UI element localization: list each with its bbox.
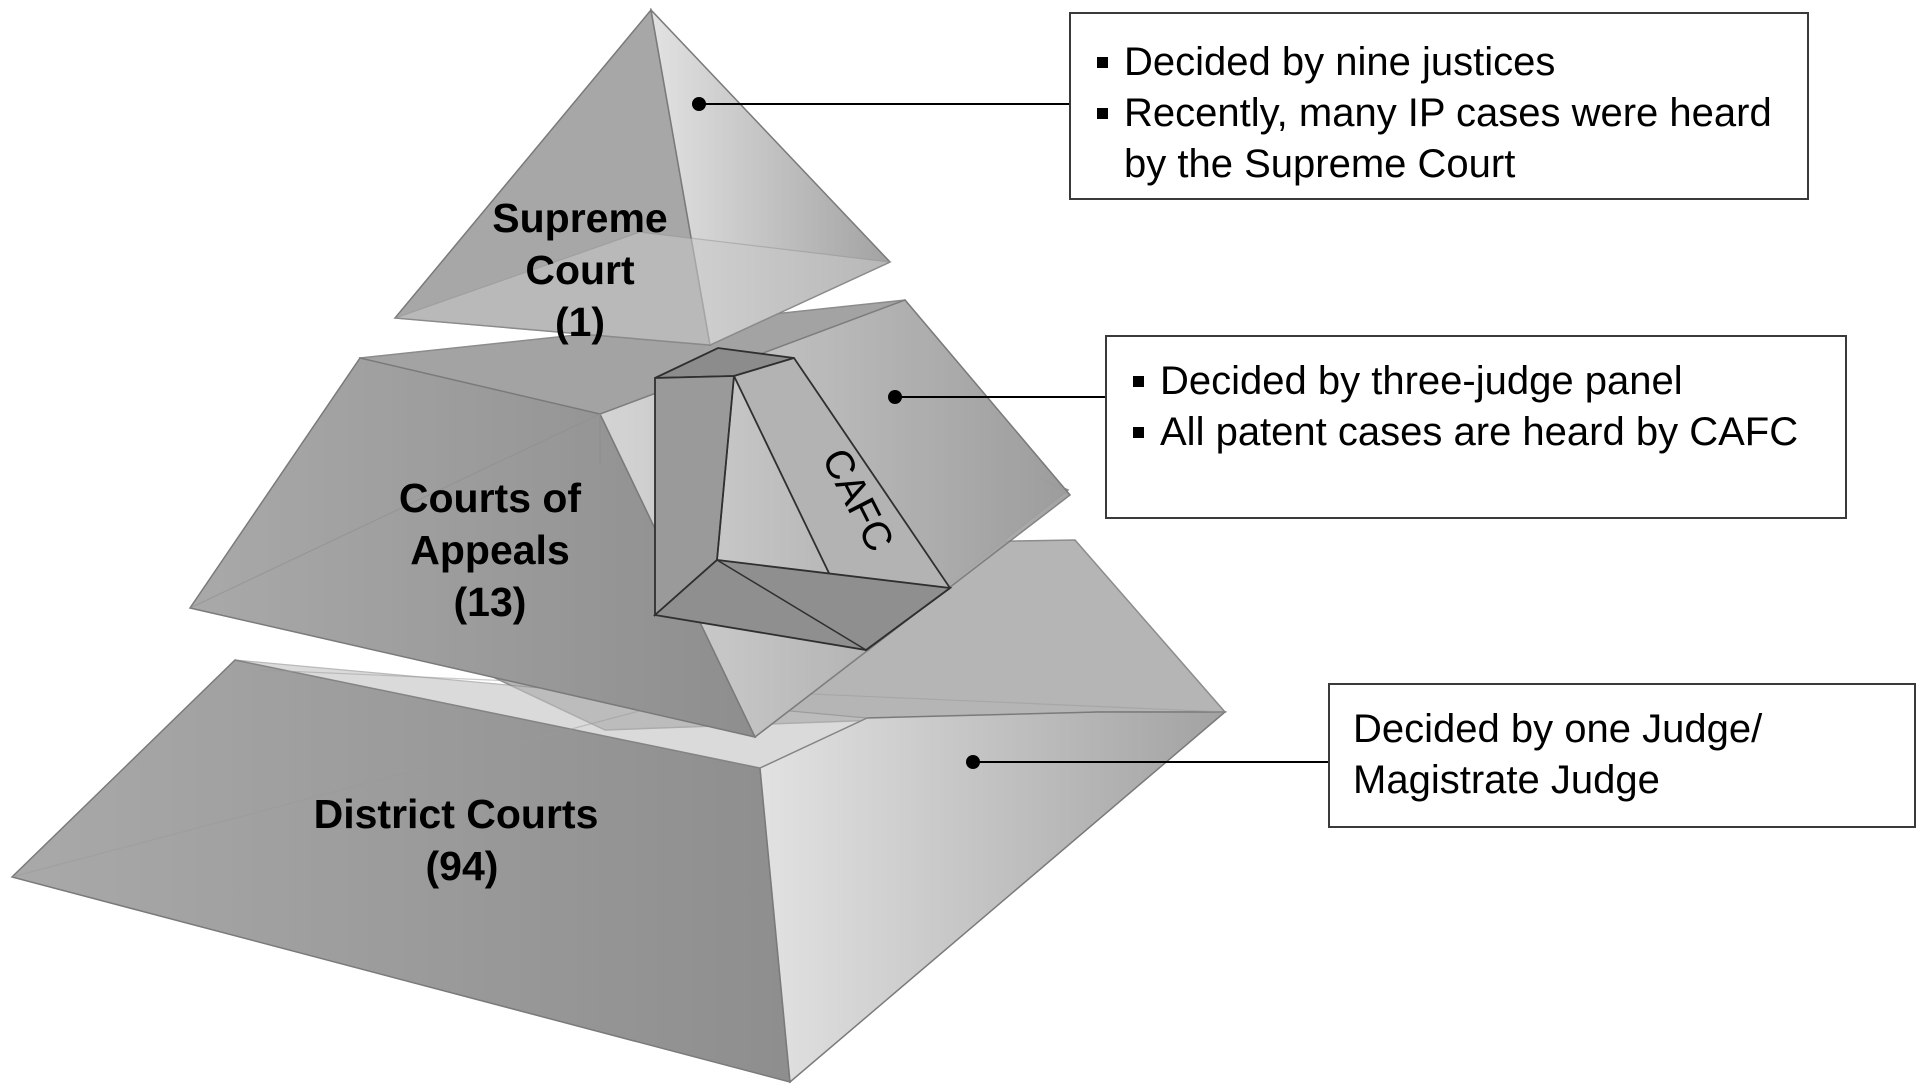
appeals-note-2: All patent cases are heard by CAFC bbox=[1127, 407, 1825, 458]
district-connector bbox=[966, 755, 1328, 769]
supreme-court-note-1: Decided by nine justices bbox=[1091, 37, 1787, 88]
courts-of-appeals-label: Courts of bbox=[399, 475, 582, 521]
district-note-2: Magistrate Judge bbox=[1353, 758, 1660, 802]
courts-of-appeals-label-2: Appeals bbox=[410, 527, 570, 573]
supreme-court-label-2: Court bbox=[525, 247, 635, 293]
appeals-connector bbox=[888, 390, 1105, 404]
supreme-court-label: Supreme bbox=[492, 195, 667, 241]
district-callout: Decided by one Judge/ Magistrate Judge bbox=[1328, 683, 1916, 828]
appeals-note-1: Decided by three-judge panel bbox=[1127, 356, 1825, 407]
appeals-callout: Decided by three-judge panel All patent … bbox=[1105, 335, 1847, 519]
supreme-court-count: (1) bbox=[555, 299, 605, 345]
supreme-court-callout: Decided by nine justices Recently, many … bbox=[1069, 12, 1809, 200]
supreme-court-tier bbox=[393, 7, 893, 347]
cafc-block: CAFC bbox=[652, 347, 953, 652]
supreme-court-connector bbox=[692, 97, 1069, 111]
district-note-1: Decided by one Judge/ bbox=[1353, 707, 1763, 751]
district-courts-label: District Courts bbox=[314, 791, 599, 837]
courts-of-appeals-count: (13) bbox=[454, 579, 527, 625]
supreme-court-note-2: Recently, many IP cases were heard by th… bbox=[1091, 88, 1787, 190]
district-courts-count: (94) bbox=[426, 843, 499, 889]
